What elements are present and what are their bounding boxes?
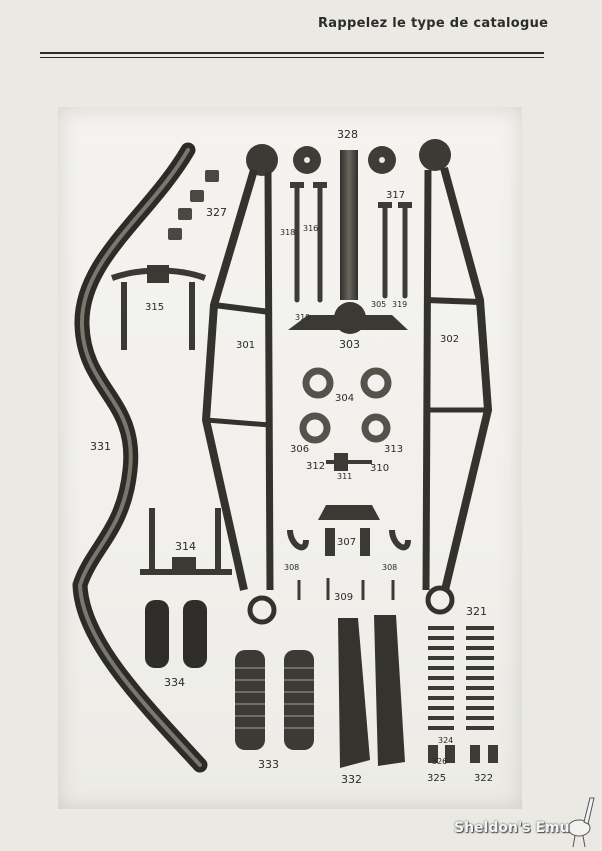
part-label-325: 325 (427, 773, 447, 784)
part-label-307: 307 (337, 537, 357, 548)
header-rule-thin (40, 57, 544, 58)
part-label-321: 321 (466, 605, 487, 618)
bracket-part-314 (140, 508, 232, 575)
part-label-316: 316 (303, 224, 319, 233)
part-label-304: 304 (335, 393, 355, 404)
part-label-318: 318 (280, 228, 296, 237)
pins-part-309 (297, 578, 395, 600)
part-label-303: 303 (339, 338, 360, 351)
part-label-331: 331 (90, 440, 111, 453)
cup-part-328 (293, 146, 396, 174)
emu-bird-icon (567, 797, 595, 848)
part-label-308-left: 308 (284, 563, 300, 572)
part-label-317: 317 (386, 190, 406, 201)
bracket-part-315 (110, 265, 207, 350)
grips-part-333 (235, 650, 314, 750)
part-label-312: 312 (306, 461, 326, 472)
part-label-309: 309 (334, 592, 354, 603)
part-label-301: 301 (236, 340, 256, 351)
part-label-322: 322 (474, 773, 494, 784)
header-rule (40, 52, 544, 54)
steering-tube (340, 150, 358, 300)
fork-leg-part-302 (419, 139, 493, 615)
bolts-part-316-318 (290, 182, 327, 303)
part-label-311: 311 (337, 472, 353, 481)
small-bolts-part-322-326 (428, 745, 498, 763)
rings-part-304-306-313 (299, 367, 392, 444)
part-label-326: 326 (432, 757, 448, 766)
bolts-part-317 (378, 202, 412, 299)
part-label-324: 324 (438, 736, 454, 745)
catalogue-header: Rappelez le type de catalogue (318, 16, 549, 31)
handlebar-part-331 (72, 142, 208, 773)
part-label-319-right: 319 (392, 300, 408, 309)
part-label-313: 313 (384, 444, 404, 455)
part-label-332: 332 (341, 773, 362, 786)
part-label-314: 314 (175, 540, 196, 553)
grips-part-334 (145, 600, 207, 668)
gaiters-part-332 (338, 615, 405, 768)
part-label-334: 334 (164, 676, 185, 689)
part-label-327: 327 (206, 206, 227, 219)
part-label-315: 315 (145, 302, 165, 313)
part-label-310: 310 (370, 463, 390, 474)
crown-part-303 (288, 302, 408, 334)
nuts-part-327 (168, 170, 219, 240)
part-label-302: 302 (440, 334, 460, 345)
part-label-305: 305 (371, 300, 387, 309)
part-label-308-right: 308 (382, 563, 398, 572)
springs-part-321 (428, 626, 494, 730)
fork-leg-part-301 (201, 144, 278, 625)
bolt-part-310-312 (326, 453, 372, 471)
part-label-333: 333 (258, 758, 279, 771)
part-label-306: 306 (290, 444, 310, 455)
clips-part-308 (287, 529, 411, 551)
part-label-328: 328 (337, 128, 358, 141)
part-label-319-left: 319 (295, 313, 311, 322)
clamp-part-307 (318, 505, 380, 556)
watermark-text: Sheldon's Emu (454, 820, 570, 836)
